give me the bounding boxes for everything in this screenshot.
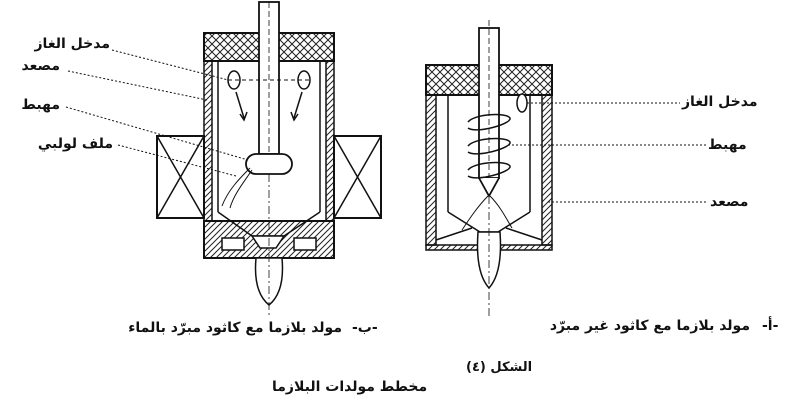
left-caption-text: مولد بلازما مع كاثود مبرّد بالماء (128, 320, 342, 336)
left-label-coil: ملف لولبي (37, 136, 113, 152)
right-caption-text: مولد بلازما مع كاثود غير مبرّد (549, 318, 750, 334)
left-label-anode: مصعد (21, 58, 60, 74)
left-cathode-tip (245, 153, 293, 175)
left-wall-left (203, 60, 213, 222)
figure-number: الشكل (٤) (466, 360, 533, 375)
right-label-gas-inlet: مدخل الغاز (682, 94, 758, 110)
left-leader-lines (65, 49, 249, 177)
figure-title: مخطط مولدات البلازما (272, 379, 428, 395)
right-helical-coil (467, 113, 511, 179)
left-label-gas-inlet: مدخل الغاز (34, 36, 111, 52)
right-leader-lines (508, 102, 708, 203)
right-caption-letter: -أ- (762, 318, 779, 334)
water-cooled-generator (156, 1, 382, 318)
right-label-anode: مصعد (710, 194, 749, 210)
right-label-cathode: مهبط (708, 137, 747, 153)
uncooled-generator (425, 20, 553, 318)
left-caption-letter: -ب- (352, 320, 378, 336)
left-wall-right (325, 60, 335, 222)
left-label-cathode: مهبط (21, 97, 60, 113)
